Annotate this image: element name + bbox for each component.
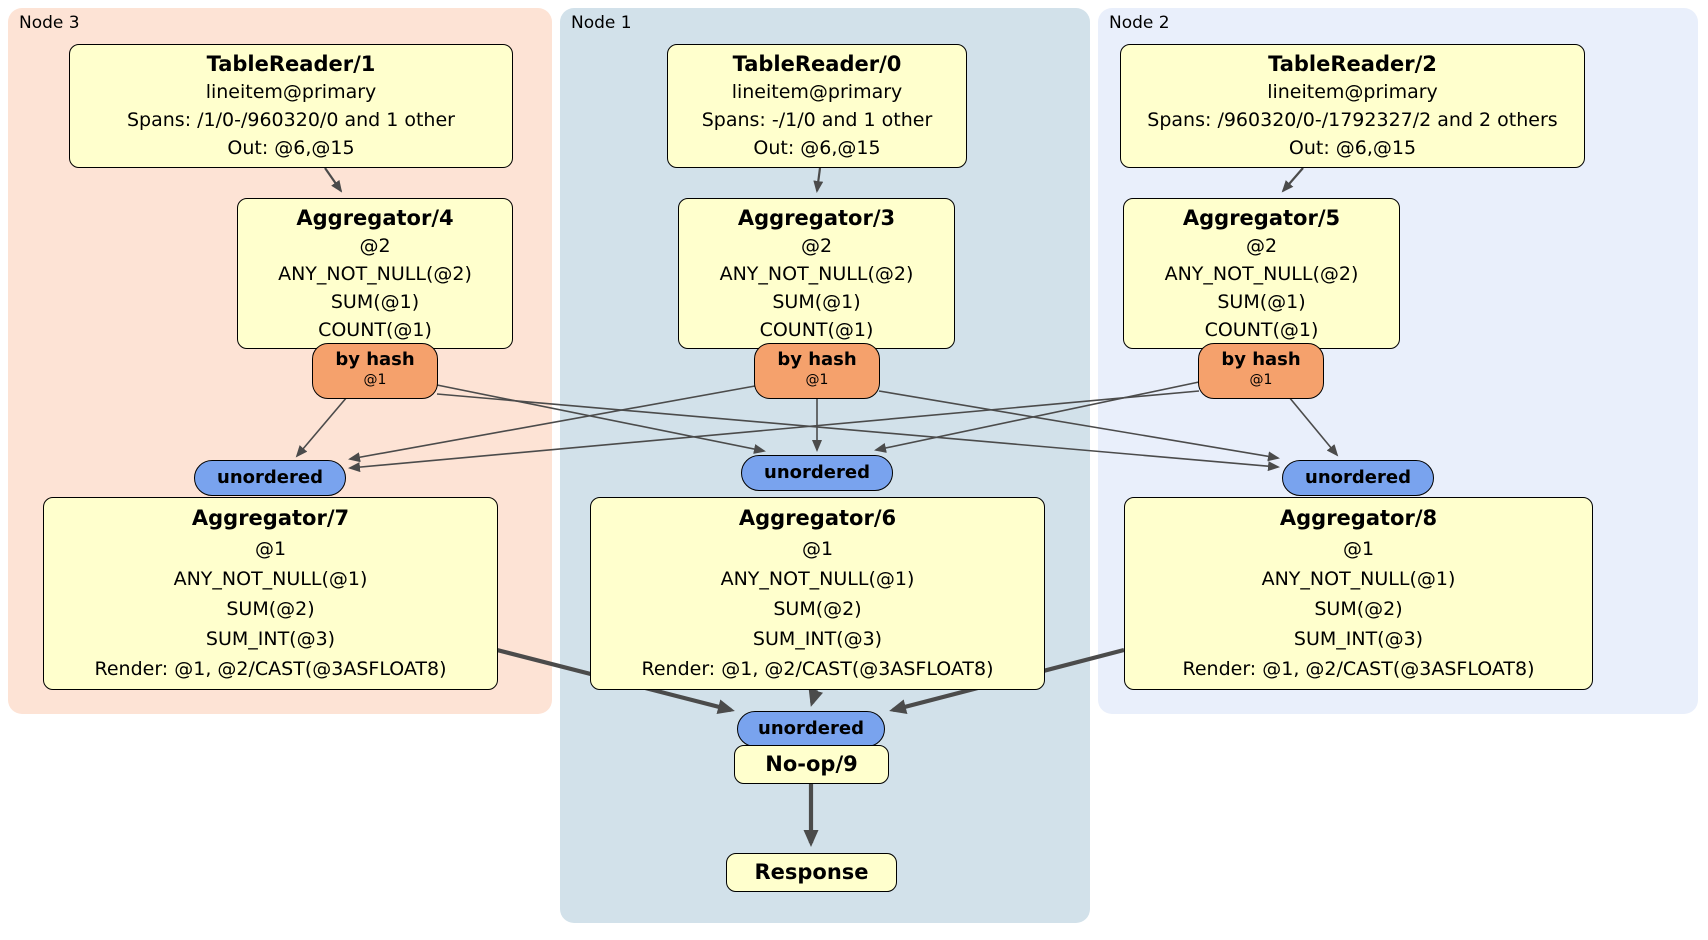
processor-line: COUNT(@1) xyxy=(759,319,874,341)
processor-title: Aggregator/8 xyxy=(1279,506,1438,530)
stream-unordered-9: unordered xyxy=(737,711,885,747)
processor-line: SUM(@2) xyxy=(1314,598,1403,620)
processor-line: SUM(@1) xyxy=(1217,291,1306,313)
processor-aggregator-6: Aggregator/6 @1 ANY_NOT_NULL(@1) SUM(@2)… xyxy=(590,497,1045,690)
router-by-hash-subtitle: @1 xyxy=(805,372,829,388)
processor-aggregator-7: Aggregator/7 @1 ANY_NOT_NULL(@1) SUM(@2)… xyxy=(43,497,498,690)
processor-line: SUM(@1) xyxy=(772,291,861,313)
processor-line: COUNT(@1) xyxy=(318,319,432,341)
region-node3-label: Node 3 xyxy=(19,13,80,33)
processor-line: @2 xyxy=(359,235,391,257)
processor-line: SUM(@2) xyxy=(226,598,315,620)
router-by-hash-label: by hash xyxy=(777,349,857,370)
router-by-hash-3: by hash @1 xyxy=(754,343,880,399)
processor-line: ANY_NOT_NULL(@2) xyxy=(278,263,472,285)
processor-line: Render: @1, @2/CAST(@3ASFLOAT8) xyxy=(1182,658,1535,680)
processor-line: COUNT(@1) xyxy=(1204,319,1319,341)
processor-tablereader-2: TableReader/2 lineitem@primary Spans: /9… xyxy=(1120,44,1585,168)
processor-title: Aggregator/5 xyxy=(1182,206,1341,230)
processor-line: SUM_INT(@3) xyxy=(1293,628,1424,650)
processor-line: Spans: -/1/0 and 1 other xyxy=(701,109,933,131)
router-by-hash-subtitle: @1 xyxy=(363,372,387,388)
processor-title: No-op/9 xyxy=(765,752,858,776)
processor-line: SUM(@2) xyxy=(773,598,862,620)
processor-line: Spans: /960320/0-/1792327/2 and 2 others xyxy=(1147,109,1558,131)
processor-line: ANY_NOT_NULL(@1) xyxy=(1261,568,1456,590)
processor-tablereader-1: TableReader/1 lineitem@primary Spans: /1… xyxy=(69,44,513,168)
processor-title: Aggregator/4 xyxy=(296,206,454,230)
processor-aggregator-4: Aggregator/4 @2 ANY_NOT_NULL(@2) SUM(@1)… xyxy=(237,198,513,349)
processor-title: TableReader/2 xyxy=(1268,52,1437,76)
processor-line: lineitem@primary xyxy=(731,81,903,103)
processor-tablereader-0: TableReader/0 lineitem@primary Spans: -/… xyxy=(667,44,967,168)
processor-line: SUM_INT(@3) xyxy=(752,628,883,650)
processor-line: Out: @6,@15 xyxy=(227,137,355,159)
processor-line: ANY_NOT_NULL(@1) xyxy=(720,568,915,590)
region-node2-label: Node 2 xyxy=(1109,13,1170,33)
processor-aggregator-5: Aggregator/5 @2 ANY_NOT_NULL(@2) SUM(@1)… xyxy=(1123,198,1400,349)
processor-response: Response xyxy=(726,853,897,892)
router-by-hash-subtitle: @1 xyxy=(1249,372,1273,388)
processor-title: Aggregator/3 xyxy=(737,206,896,230)
stream-unordered-7: unordered xyxy=(194,460,346,496)
router-by-hash-label: by hash xyxy=(335,349,415,370)
processor-line: SUM(@1) xyxy=(330,291,420,313)
processor-line: Out: @6,@15 xyxy=(1288,137,1417,159)
processor-line: Out: @6,@15 xyxy=(753,137,881,159)
processor-line: ANY_NOT_NULL(@2) xyxy=(719,263,914,285)
processor-line: @1 xyxy=(254,538,287,560)
processor-line: Spans: /1/0-/960320/0 and 1 other xyxy=(127,109,455,131)
processor-line: @2 xyxy=(800,235,833,257)
processor-line: ANY_NOT_NULL(@2) xyxy=(1164,263,1359,285)
processor-line: lineitem@primary xyxy=(205,81,377,103)
processor-title: Aggregator/6 xyxy=(738,506,897,530)
processor-line: @2 xyxy=(1245,235,1278,257)
stream-unordered-6: unordered xyxy=(741,455,893,491)
processor-line: @1 xyxy=(1342,538,1375,560)
processor-title: Response xyxy=(754,860,869,884)
processor-aggregator-8: Aggregator/8 @1 ANY_NOT_NULL(@1) SUM(@2)… xyxy=(1124,497,1593,690)
region-node1-label: Node 1 xyxy=(571,13,632,33)
stream-unordered-8: unordered xyxy=(1282,460,1434,496)
processor-line: Render: @1, @2/CAST(@3ASFLOAT8) xyxy=(641,658,994,680)
processor-title: Aggregator/7 xyxy=(191,506,350,530)
processor-title: TableReader/0 xyxy=(732,52,902,76)
processor-noop-9: No-op/9 xyxy=(734,745,889,784)
processor-title: TableReader/1 xyxy=(206,52,376,76)
processor-line: @1 xyxy=(801,538,834,560)
router-by-hash-label: by hash xyxy=(1221,349,1301,370)
processor-line: Render: @1, @2/CAST(@3ASFLOAT8) xyxy=(94,658,447,680)
processor-line: SUM_INT(@3) xyxy=(205,628,336,650)
processor-line: lineitem@primary xyxy=(1267,81,1438,103)
router-by-hash-5: by hash @1 xyxy=(1198,343,1324,399)
processor-aggregator-3: Aggregator/3 @2 ANY_NOT_NULL(@2) SUM(@1)… xyxy=(678,198,955,349)
processor-line: ANY_NOT_NULL(@1) xyxy=(173,568,368,590)
router-by-hash-4: by hash @1 xyxy=(312,343,438,399)
